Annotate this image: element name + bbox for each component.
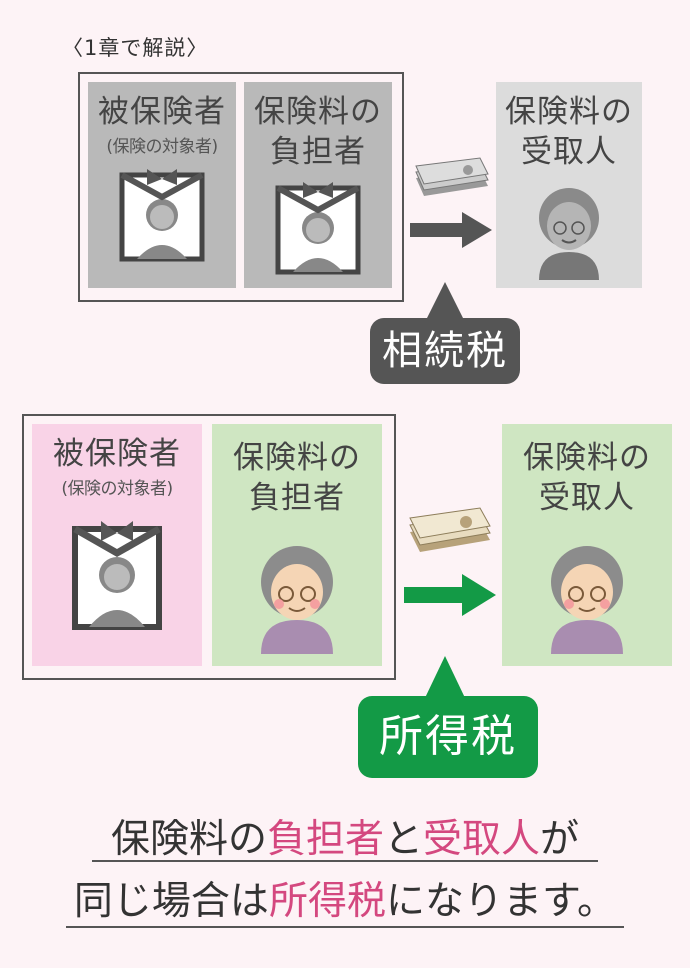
- transfer-arrow-icon: [410, 212, 492, 248]
- bottom-payer-title-2: 負担者: [249, 480, 345, 516]
- summary-underline-1: [92, 860, 598, 862]
- top-receiver-title-1: 保険料の: [505, 94, 633, 130]
- bottom-receiver-panel: 保険料の 受取人: [502, 424, 672, 666]
- top-bubble-tail: [425, 282, 465, 322]
- top-insured-panel: 被保険者 (保険の対象者): [88, 82, 236, 288]
- bottom-insured-panel: 被保険者 (保険の対象者): [32, 424, 202, 666]
- memorial-portrait-icon: [119, 169, 205, 262]
- elderly-woman-icon: [261, 546, 333, 654]
- elderly-woman-icon: [539, 188, 599, 280]
- memorial-portrait-icon: [275, 182, 361, 275]
- summary-text: になります。: [385, 879, 617, 924]
- chapter-note: 〈1章で解説〉: [62, 36, 209, 60]
- memorial-portrait-icon: [72, 521, 162, 630]
- summary-text: 保険料の: [110, 817, 267, 862]
- summary-highlight-payer: 負担者: [266, 817, 384, 862]
- summary-line-2: 同じ場合は所得税になります。: [0, 870, 690, 926]
- summary-highlight-income-tax: 所得税: [268, 879, 386, 924]
- money-stack-icon: [409, 507, 491, 552]
- bottom-payer-title-1: 保険料の: [233, 440, 361, 476]
- bottom-payer-panel: 保険料の 負担者: [212, 424, 382, 666]
- top-payer-title-2: 負担者: [270, 134, 366, 170]
- summary-text: が: [540, 817, 580, 862]
- inheritance-tax-label: 相続税: [370, 318, 520, 384]
- summary-text: 同じ場合は: [73, 879, 269, 924]
- bottom-insured-sub: (保険の対象者): [61, 479, 173, 499]
- bottom-insured-title: 被保険者: [53, 436, 181, 472]
- transfer-arrow-icon: [404, 574, 496, 616]
- top-receiver-title-2: 受取人: [521, 134, 617, 170]
- elderly-woman-icon: [551, 546, 623, 654]
- income-tax-label: 所得税: [358, 696, 538, 778]
- top-insured-sub: (保険の対象者): [106, 137, 218, 157]
- top-receiver-panel: 保険料の 受取人: [496, 82, 642, 288]
- bottom-receiver-title-1: 保険料の: [523, 440, 651, 476]
- summary-highlight-receiver: 受取人: [423, 817, 541, 862]
- bottom-receiver-title-2: 受取人: [539, 480, 635, 516]
- bottom-bubble-tail: [424, 656, 466, 700]
- summary-line-1: 保険料の負担者と受取人が: [0, 808, 690, 864]
- money-stack-icon: [415, 157, 489, 196]
- top-payer-panel: 保険料の 負担者: [244, 82, 392, 288]
- summary-underline-2: [66, 926, 624, 928]
- summary-text: と: [383, 817, 423, 862]
- top-insured-title: 被保険者: [98, 94, 226, 130]
- top-payer-title-1: 保険料の: [254, 94, 382, 130]
